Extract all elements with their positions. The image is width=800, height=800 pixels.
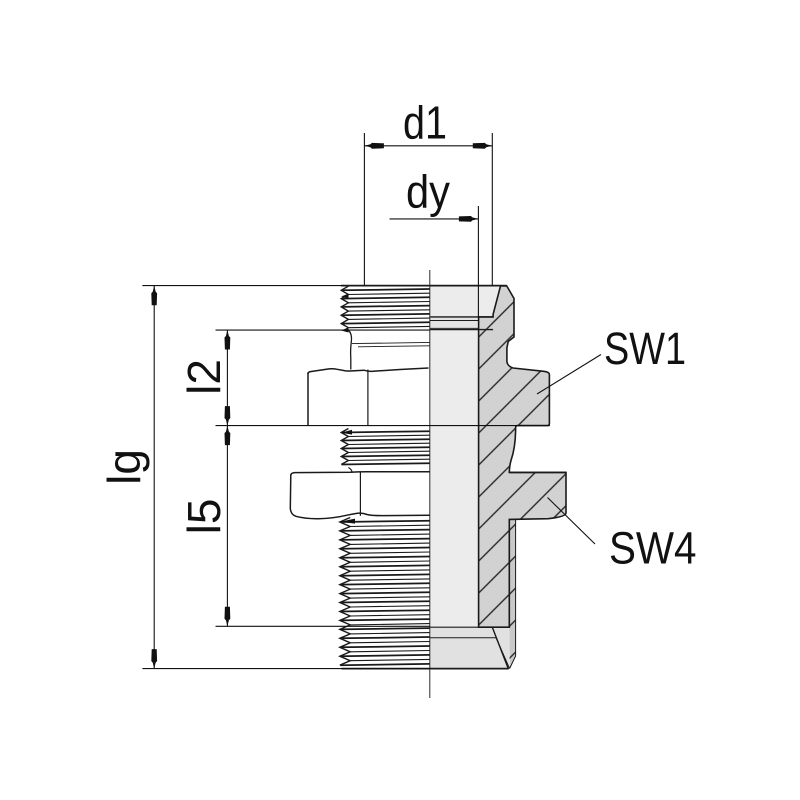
svg-text:l5: l5 [178, 499, 230, 535]
svg-text:dy: dy [406, 166, 450, 218]
svg-text:SW4: SW4 [609, 523, 697, 574]
svg-text:l2: l2 [178, 359, 230, 395]
svg-text:lg: lg [98, 449, 150, 485]
svg-text:d1: d1 [403, 97, 447, 149]
svg-text:SW1: SW1 [604, 323, 686, 374]
